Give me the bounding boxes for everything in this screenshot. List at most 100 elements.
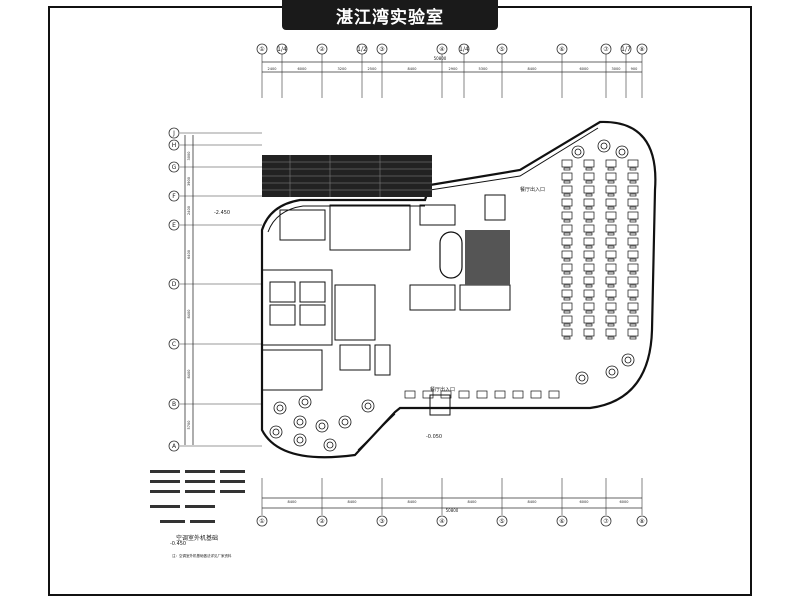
dining-chair	[563, 297, 571, 301]
top-axis-label: ②	[319, 46, 325, 53]
dining-table	[627, 250, 639, 259]
dining-chair	[629, 232, 637, 236]
bottom-total: 50800	[446, 508, 459, 513]
dining-chair	[585, 167, 593, 171]
dining-table	[605, 172, 617, 181]
top-axis-bubble	[436, 43, 448, 55]
left-dim-label: 5700	[187, 421, 191, 430]
dining-chair	[585, 271, 593, 275]
dining-chair	[607, 180, 615, 184]
dining-table	[605, 289, 617, 298]
dining-chair	[563, 206, 571, 210]
dining-chair	[607, 323, 615, 327]
dining-chair	[585, 297, 593, 301]
entry-label-bottom: 餐厅出入口	[430, 386, 455, 393]
dining-table	[494, 390, 506, 399]
dining-table	[605, 263, 617, 272]
hatched-zone	[465, 230, 510, 285]
dining-table	[605, 302, 617, 311]
left-dim-label: 8400	[187, 370, 191, 379]
dining-table	[627, 211, 639, 220]
top-dim-label: 3200	[338, 67, 347, 71]
dining-chair	[585, 206, 593, 210]
dining-tables	[404, 159, 639, 399]
top-axis-label: 1/2	[357, 46, 367, 53]
top-axis-label: ④	[439, 46, 444, 53]
top-axis-label: ③	[379, 46, 384, 53]
top-dim-label: 900	[631, 67, 638, 71]
dining-table	[583, 237, 595, 246]
bottom-axis-label: ⑤	[499, 518, 504, 525]
dining-table	[627, 263, 639, 272]
round-table-top	[600, 142, 608, 150]
bottom-dim-label: 8400	[348, 500, 357, 504]
bottom-axis-bubble	[496, 515, 508, 527]
table-grid	[262, 155, 432, 197]
dining-table	[583, 302, 595, 311]
dining-chair	[607, 297, 615, 301]
left-axis-label: H	[172, 142, 177, 149]
dining-chair	[629, 206, 637, 210]
bottom-axis-label: ④	[439, 518, 444, 525]
dining-chair	[585, 219, 593, 223]
dining-table	[561, 211, 573, 220]
dining-chair	[607, 193, 615, 197]
left-dim-label: 2400	[187, 206, 191, 215]
dining-table	[561, 315, 573, 324]
dining-table	[627, 224, 639, 233]
dining-table	[627, 289, 639, 298]
dining-chair	[629, 245, 637, 249]
dining-chair	[563, 245, 571, 249]
dining-table	[561, 250, 573, 259]
dining-chair	[629, 193, 637, 197]
dining-chair	[629, 297, 637, 301]
top-total: 50800	[434, 56, 447, 61]
dining-chair	[585, 180, 593, 184]
bottom-axis-label: ③	[379, 518, 384, 525]
level-left: -2.450	[214, 210, 230, 216]
bottom-axis-label: ①	[259, 518, 264, 525]
dining-chair	[629, 180, 637, 184]
dining-chair	[607, 310, 615, 314]
dining-table	[583, 250, 595, 259]
left-axis-bubble	[168, 278, 180, 290]
dining-chair	[607, 219, 615, 223]
dining-table	[627, 302, 639, 311]
round-table-top	[618, 148, 626, 156]
top-axis-label: 1/4	[459, 46, 469, 53]
bottom-axis-label: ⑦	[603, 518, 609, 525]
dining-chair	[607, 258, 615, 262]
dining-table	[561, 224, 573, 233]
dining-chair	[629, 167, 637, 171]
round-table-top	[301, 398, 309, 406]
top-dim-label: 2400	[268, 67, 277, 71]
bottom-dim-label: 6000	[580, 500, 589, 504]
dining-table	[627, 315, 639, 324]
round-table-top	[318, 422, 326, 430]
top-axis-label: ⑧	[639, 46, 644, 53]
round-table-top	[296, 418, 304, 426]
dining-chair	[607, 232, 615, 236]
dining-chair	[585, 284, 593, 288]
bottom-axis-bubble	[316, 515, 328, 527]
dining-chair	[563, 258, 571, 262]
bottom-axis-bubble	[376, 515, 388, 527]
top-axis-bubble	[316, 43, 328, 55]
dining-table	[627, 159, 639, 168]
dining-table	[561, 185, 573, 194]
dining-chair	[629, 310, 637, 314]
left-axis-bubble	[168, 139, 180, 151]
dining-table	[583, 315, 595, 324]
dining-chair	[629, 219, 637, 223]
top-axis-label: ⑤	[499, 46, 504, 53]
dining-table	[583, 211, 595, 220]
page-title: 湛江湾实验室	[282, 0, 498, 30]
legend-blocks	[150, 470, 245, 523]
dining-table	[583, 172, 595, 181]
dining-chair	[563, 180, 571, 184]
top-axis-bubble	[556, 43, 568, 55]
legend-note: 注：空调室外机基础做法详见厂家资料	[172, 553, 232, 558]
